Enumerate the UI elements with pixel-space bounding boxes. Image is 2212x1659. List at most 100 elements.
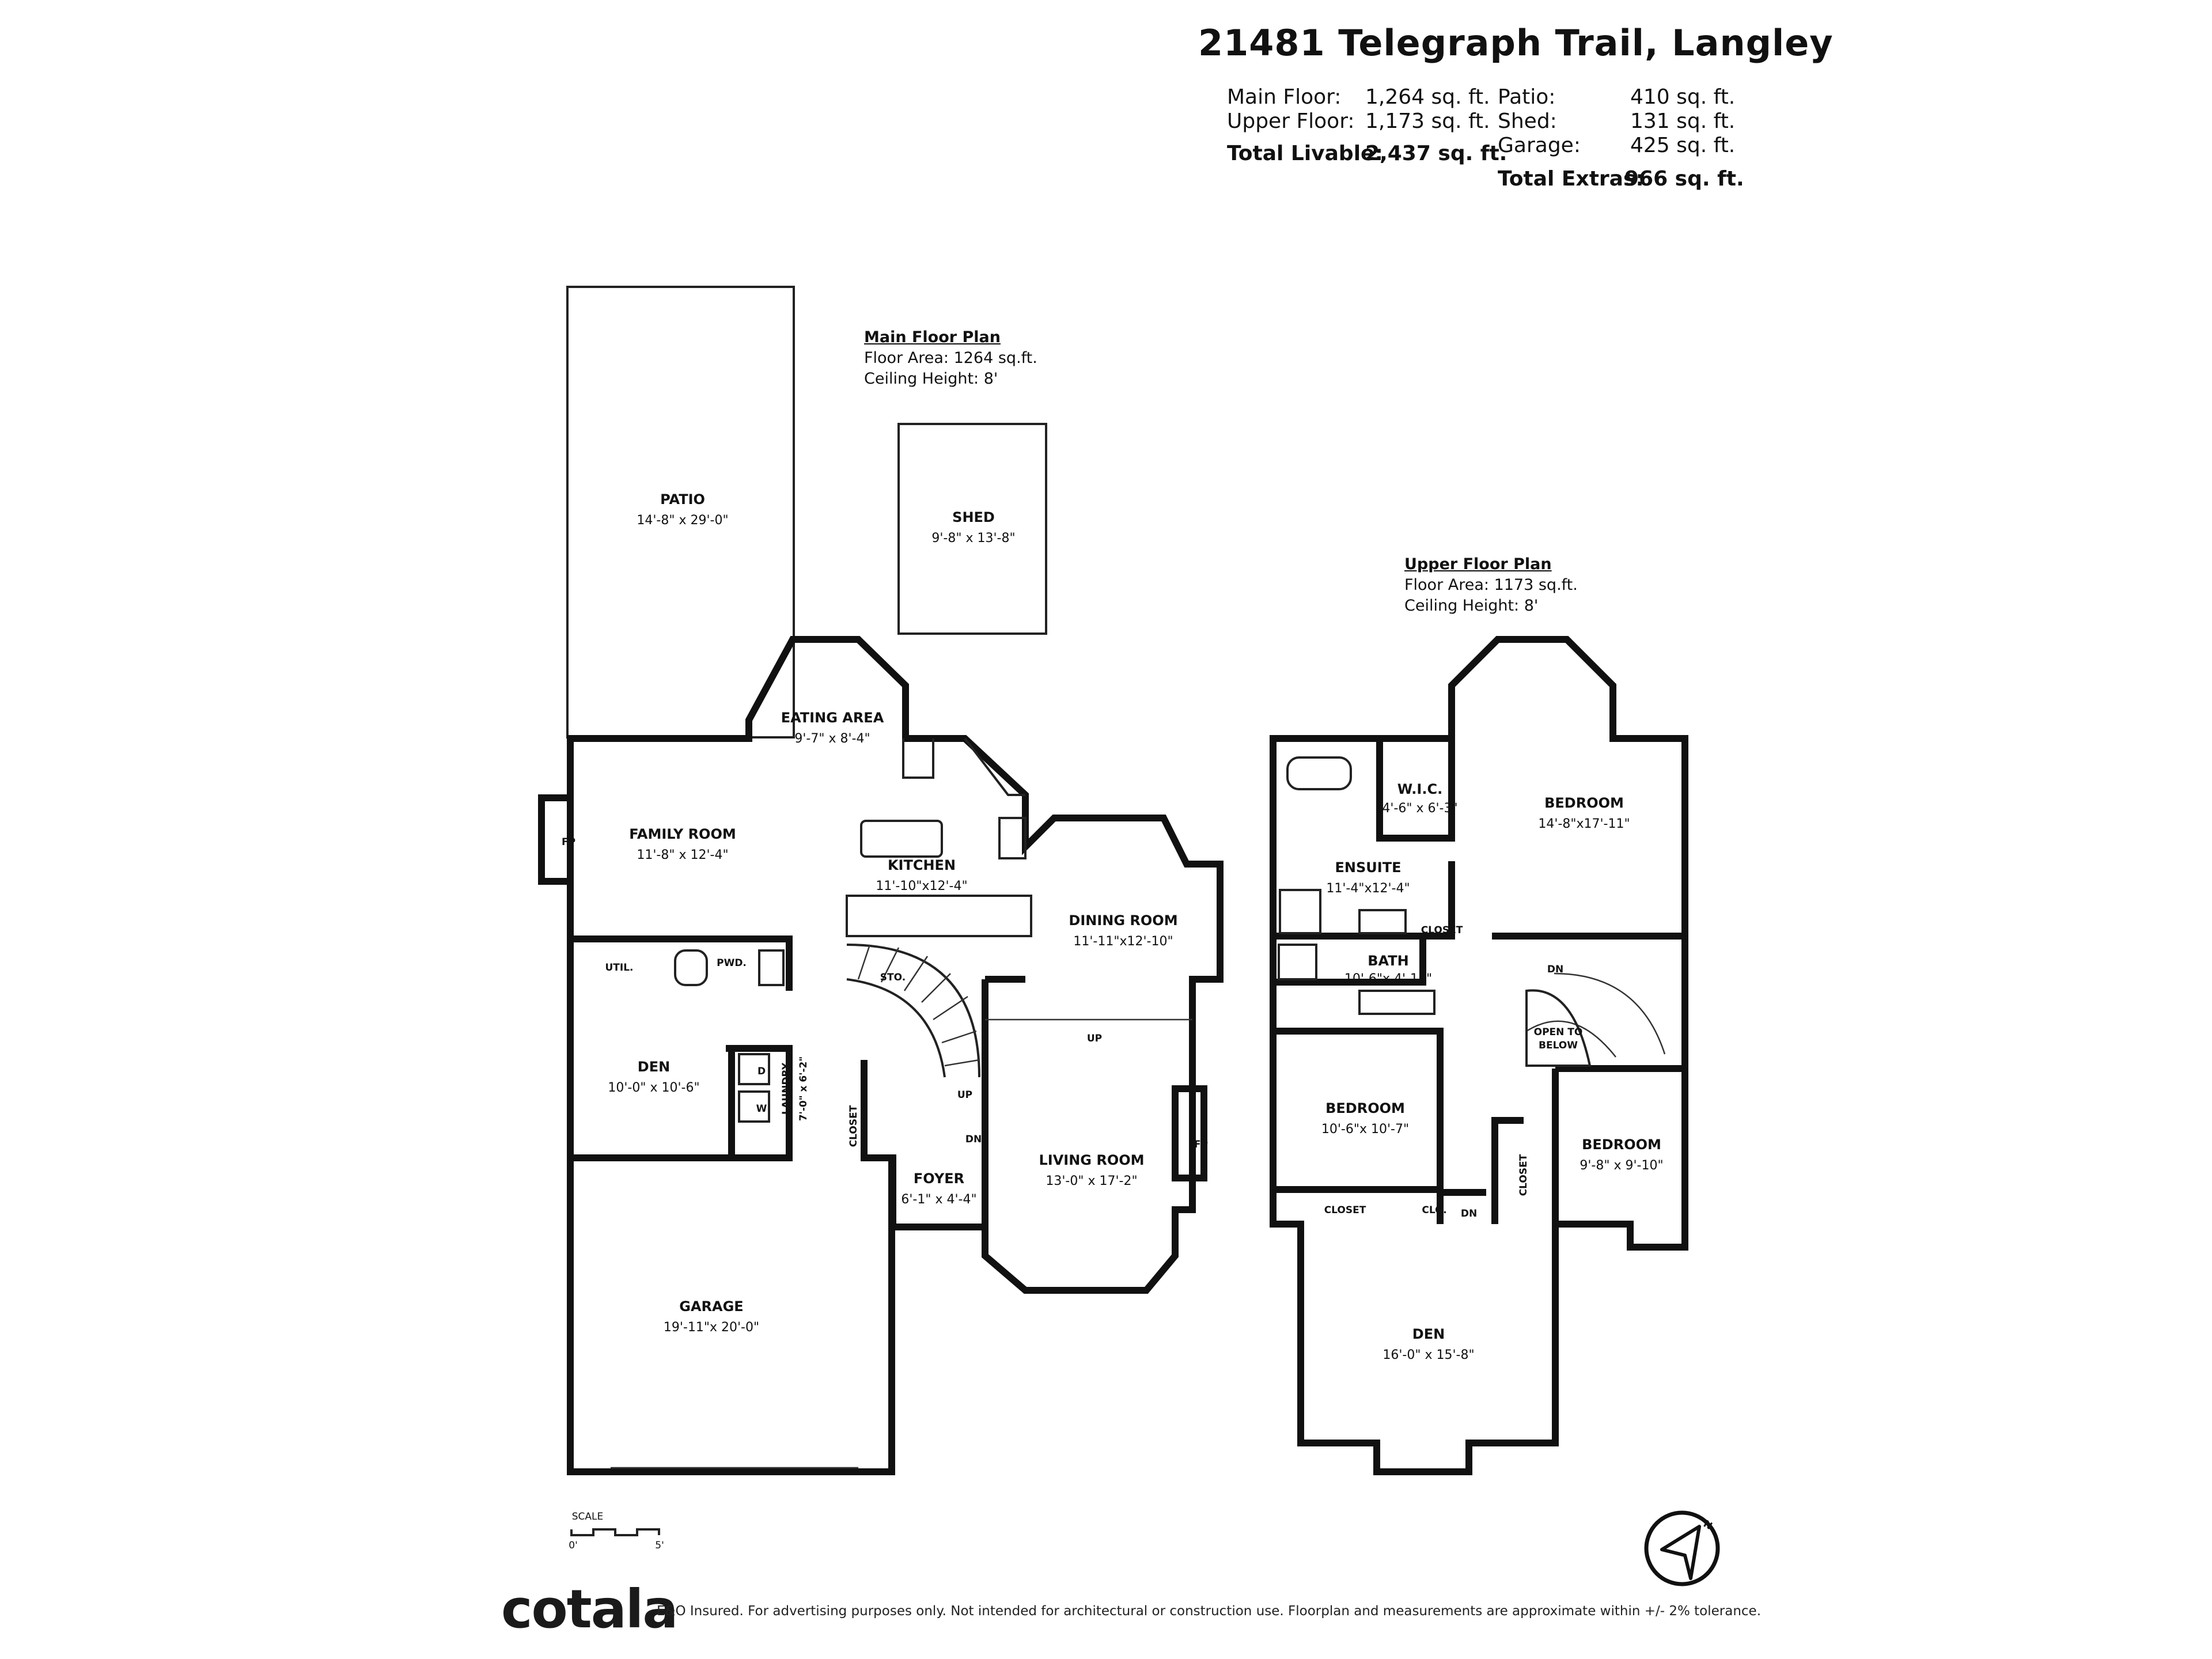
open-to-below-outline — [1525, 989, 1592, 1067]
shed-label: Shed: — [1498, 109, 1557, 133]
ensuite-tub — [1286, 756, 1352, 790]
upper-staircase — [1526, 972, 1666, 1058]
foyer-dims: 6'-1" x 4'-4" — [901, 1192, 976, 1207]
total-livable-label: Total Livable: — [1227, 142, 1383, 165]
living-room-dims: 13'-0" x 17'-2" — [1046, 1174, 1137, 1188]
pwd-name: PWD. — [717, 957, 747, 969]
cotala-logo: cotala — [501, 1578, 678, 1640]
washer-label: W — [756, 1103, 767, 1115]
bedroom1-name: BEDROOM — [1544, 795, 1624, 811]
upper-plan-heading: Upper Floor Plan Floor Area: 1173 sq.ft.… — [1404, 554, 1578, 616]
garage-name: GARAGE — [679, 1298, 743, 1315]
ensuite-dims: 11'-4"x12'-4" — [1326, 881, 1410, 896]
open-to-below-line2: BELOW — [1539, 1040, 1578, 1051]
eating-area-name: EATING AREA — [781, 710, 884, 726]
kitchen-island — [860, 820, 943, 858]
upper-floor-interior-walls — [1273, 738, 1685, 1224]
main-plan-ceiling: Ceiling Height: 8' — [864, 370, 998, 388]
stair-treads — [857, 944, 980, 1067]
bedroom2-name: BEDROOM — [1325, 1100, 1405, 1116]
stair-dn-label: DN — [965, 1134, 982, 1145]
upper-dn-label: DN — [1547, 964, 1563, 975]
patio-dims: 14'-8" x 29'-0" — [637, 513, 728, 528]
living-fp-label: FP — [1194, 1139, 1208, 1150]
clo-name: CLO. — [1422, 1205, 1446, 1216]
bedroom3-closet-name: CLOSET — [1518, 1154, 1529, 1196]
upper-plan-title: Upper Floor Plan — [1404, 555, 1552, 573]
washer — [738, 1090, 770, 1123]
upper-den-dims: 16'-0" x 15'-8" — [1382, 1348, 1474, 1362]
scale-five: 5' — [655, 1540, 664, 1551]
dryer — [738, 1053, 770, 1085]
main-plan-area: Floor Area: 1264 sq.ft. — [864, 349, 1037, 367]
main-closet-name: CLOSET — [848, 1105, 859, 1147]
scale-zero: 0' — [569, 1540, 578, 1551]
ensuite-vanity — [1358, 909, 1407, 934]
family-room-fireplace — [538, 794, 574, 885]
kitchen-dims: 11'-10"x12'-4" — [876, 879, 967, 893]
laundry-name: LAUNDRY — [781, 1062, 792, 1115]
scale-bar: SCALE 0' 5' — [569, 1511, 664, 1551]
patio-name: PATIO — [660, 491, 705, 507]
ensuite-closet-name: CLOSET — [1421, 925, 1463, 936]
main-floor-value: 1,264 sq. ft. — [1365, 85, 1490, 109]
pwd-toilet — [674, 949, 708, 986]
patio-outline — [566, 286, 795, 738]
ensuite-shower — [1279, 889, 1321, 934]
bath-shower — [1278, 944, 1317, 980]
main-plan-heading: Main Floor Plan Floor Area: 1264 sq.ft. … — [864, 327, 1037, 389]
shed-dims: 9'-8" x 13'-8" — [931, 531, 1015, 546]
scale-label: SCALE — [572, 1511, 604, 1522]
pwd-sink — [758, 949, 785, 986]
main-floor-exterior-walls — [567, 636, 1224, 1475]
upper-plan-area: Floor Area: 1173 sq.ft. — [1404, 576, 1578, 594]
dining-room-dims: 11'-11"x12'-10" — [1073, 934, 1173, 949]
upper-floor-value: 1,173 sq. ft. — [1365, 109, 1490, 133]
bedroom3-dims: 9'-8" x 9'-10" — [1580, 1158, 1663, 1173]
upper-floor-label: Upper Floor: — [1227, 109, 1355, 133]
laundry-dims: 7'-0" x 6'-2" — [798, 1056, 809, 1121]
patio-label: Patio: — [1498, 85, 1556, 109]
scale-ruler — [570, 1528, 660, 1536]
garage-value: 425 sq. ft. — [1630, 134, 1736, 157]
patio-value: 410 sq. ft. — [1630, 85, 1736, 109]
foyer-name: FOYER — [914, 1171, 964, 1187]
shed-name: SHED — [952, 509, 995, 525]
main-staircase — [846, 944, 980, 1078]
stove — [998, 817, 1027, 859]
disclaimer-text: E&O Insured. For advertising purposes on… — [657, 1604, 1762, 1619]
living-room-fireplace — [1172, 1085, 1207, 1181]
den-name: DEN — [638, 1059, 670, 1075]
wic-name: W.I.C. — [1397, 781, 1442, 797]
upper-floor-exterior-walls — [1270, 636, 1688, 1475]
upper-dn-label-2: DN — [1461, 1208, 1477, 1219]
upper-den-name: DEN — [1412, 1326, 1445, 1342]
total-livable-value: 2,437 sq. ft. — [1365, 142, 1508, 165]
main-floor-label: Main Floor: — [1227, 85, 1342, 109]
total-extras-value: 966 sq. ft. — [1624, 167, 1744, 191]
bath-dims: 10'-6"x 4'-11" — [1344, 972, 1432, 986]
property-address: 21481 Telegraph Trail, Langley — [1198, 22, 1834, 64]
ensuite-name: ENSUITE — [1335, 859, 1402, 876]
garage-label: Garage: — [1498, 134, 1581, 157]
family-room-dims: 11'-8" x 12'-4" — [637, 848, 728, 862]
upper-plan-ceiling: Ceiling Height: 8' — [1404, 597, 1539, 615]
dining-room-name: DINING ROOM — [1069, 912, 1177, 929]
den-dims: 10'-0" x 10'-6" — [608, 1081, 699, 1095]
dryer-label: D — [757, 1066, 766, 1077]
sto-name: STO. — [880, 972, 906, 983]
kitchen-name: KITCHEN — [888, 857, 956, 873]
family-fp-label: FP — [562, 836, 575, 848]
kitchen-peninsula — [846, 895, 1032, 937]
kitchen-counter — [902, 737, 1025, 796]
stair-up-label: UP — [957, 1089, 972, 1101]
eating-area-dims: 9'-7" x 8'-4" — [794, 732, 870, 746]
wic-dims: 4'-6" x 6'-3" — [1382, 801, 1457, 816]
shed-outline — [897, 423, 1047, 635]
main-floor-interior-walls — [570, 935, 1025, 1227]
open-to-below-line1: OPEN TO — [1534, 1027, 1583, 1038]
garage-dims: 19'-11"x 20'-0" — [664, 1320, 759, 1335]
living-room-name: LIVING ROOM — [1039, 1152, 1144, 1168]
total-extras-label: Total Extras: — [1498, 167, 1644, 191]
